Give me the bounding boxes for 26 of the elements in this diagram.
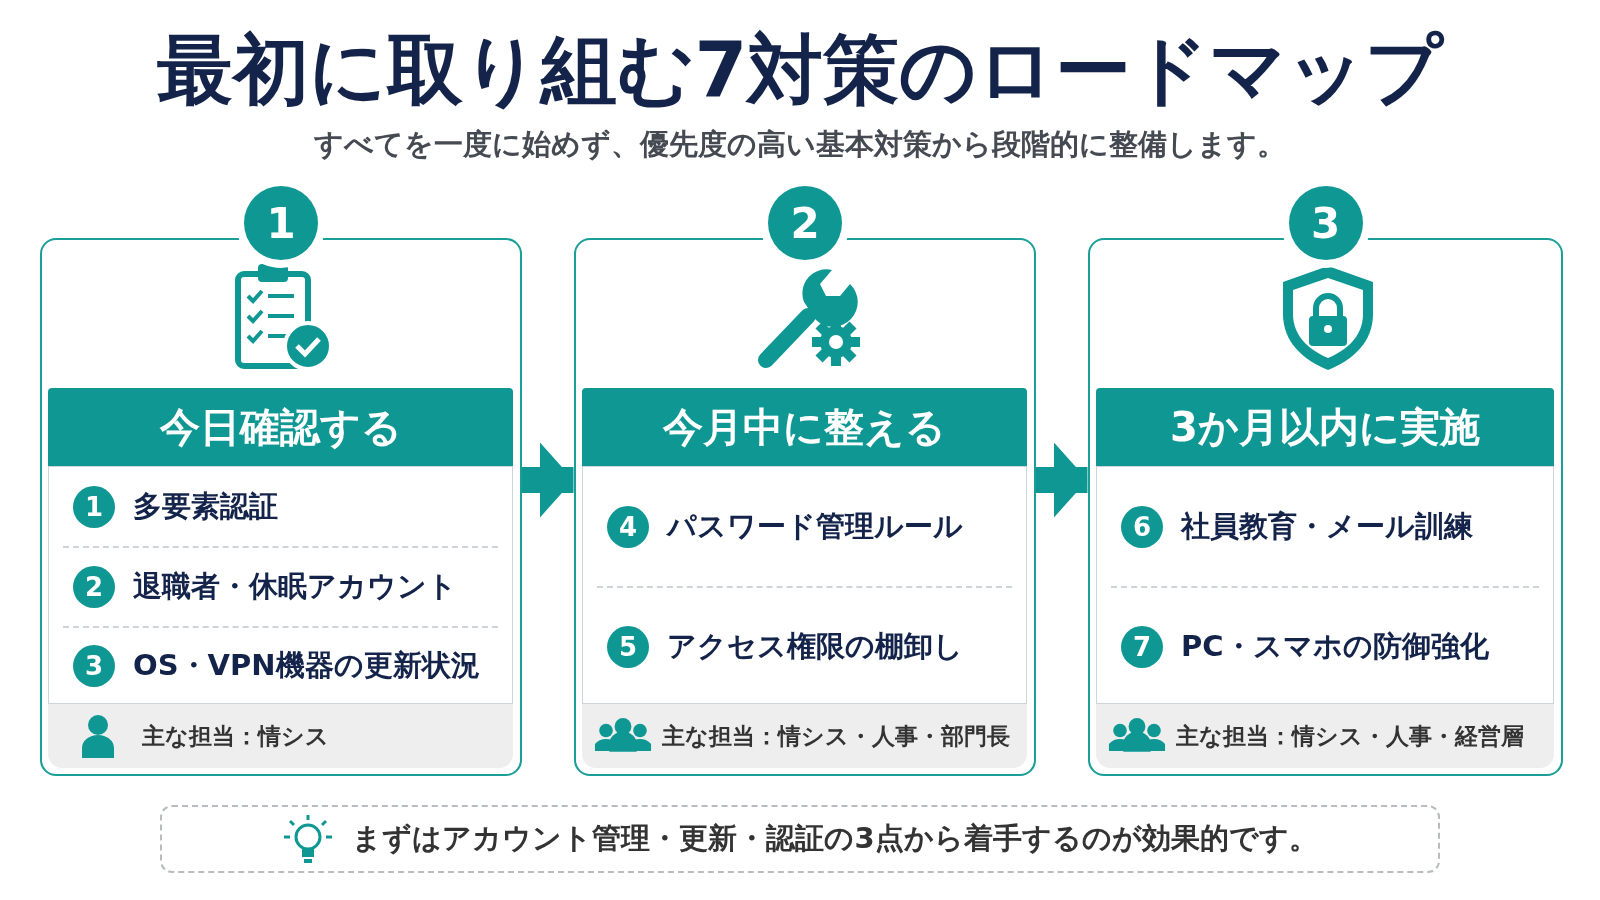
- item-number: 1: [73, 485, 115, 528]
- subtitle: すべてを一度に始めず、優先度の高い基本対策から段階的に整備します。: [313, 126, 1287, 163]
- item-text: PC・スマホの防御強化: [1181, 627, 1489, 665]
- item-text: 多要素認証: [133, 487, 278, 525]
- item-number: 4: [607, 505, 649, 548]
- item-text: 社員教育・メール訓練: [1181, 507, 1473, 545]
- item-number: 6: [1121, 505, 1163, 548]
- item-text: OS・VPN機器の更新状況: [133, 647, 480, 685]
- step-heading: 今日確認する: [48, 388, 513, 466]
- step-heading: 3か月以内に実施: [1096, 388, 1554, 466]
- flow-arrow: [522, 442, 574, 518]
- title: 最初に取り組む7対策のロードマップ: [155, 24, 1446, 116]
- step-heading: 今月中に整える: [582, 388, 1027, 466]
- tip-box: [160, 805, 1440, 873]
- item-text: アクセス権限の棚卸し: [667, 627, 963, 665]
- owner-label: 主な担当：情シス: [142, 721, 329, 751]
- item-text: パスワード管理ルール: [667, 507, 963, 545]
- owner-label: 主な担当：情シス・人事・部門長: [662, 721, 1010, 751]
- tip-text: まずはアカウント管理・更新・認証の3点から着手するのが効果的です。: [352, 820, 1318, 857]
- item-number: 5: [607, 625, 649, 668]
- item-number: 2: [73, 566, 115, 608]
- item-number: 3: [73, 645, 115, 688]
- item-text: 退職者・休眠アカウント: [133, 568, 457, 605]
- item-number: 7: [1121, 625, 1163, 668]
- flow-arrow: [1036, 442, 1088, 518]
- owner-label: 主な担当：情シス・人事・経営層: [1176, 721, 1524, 751]
